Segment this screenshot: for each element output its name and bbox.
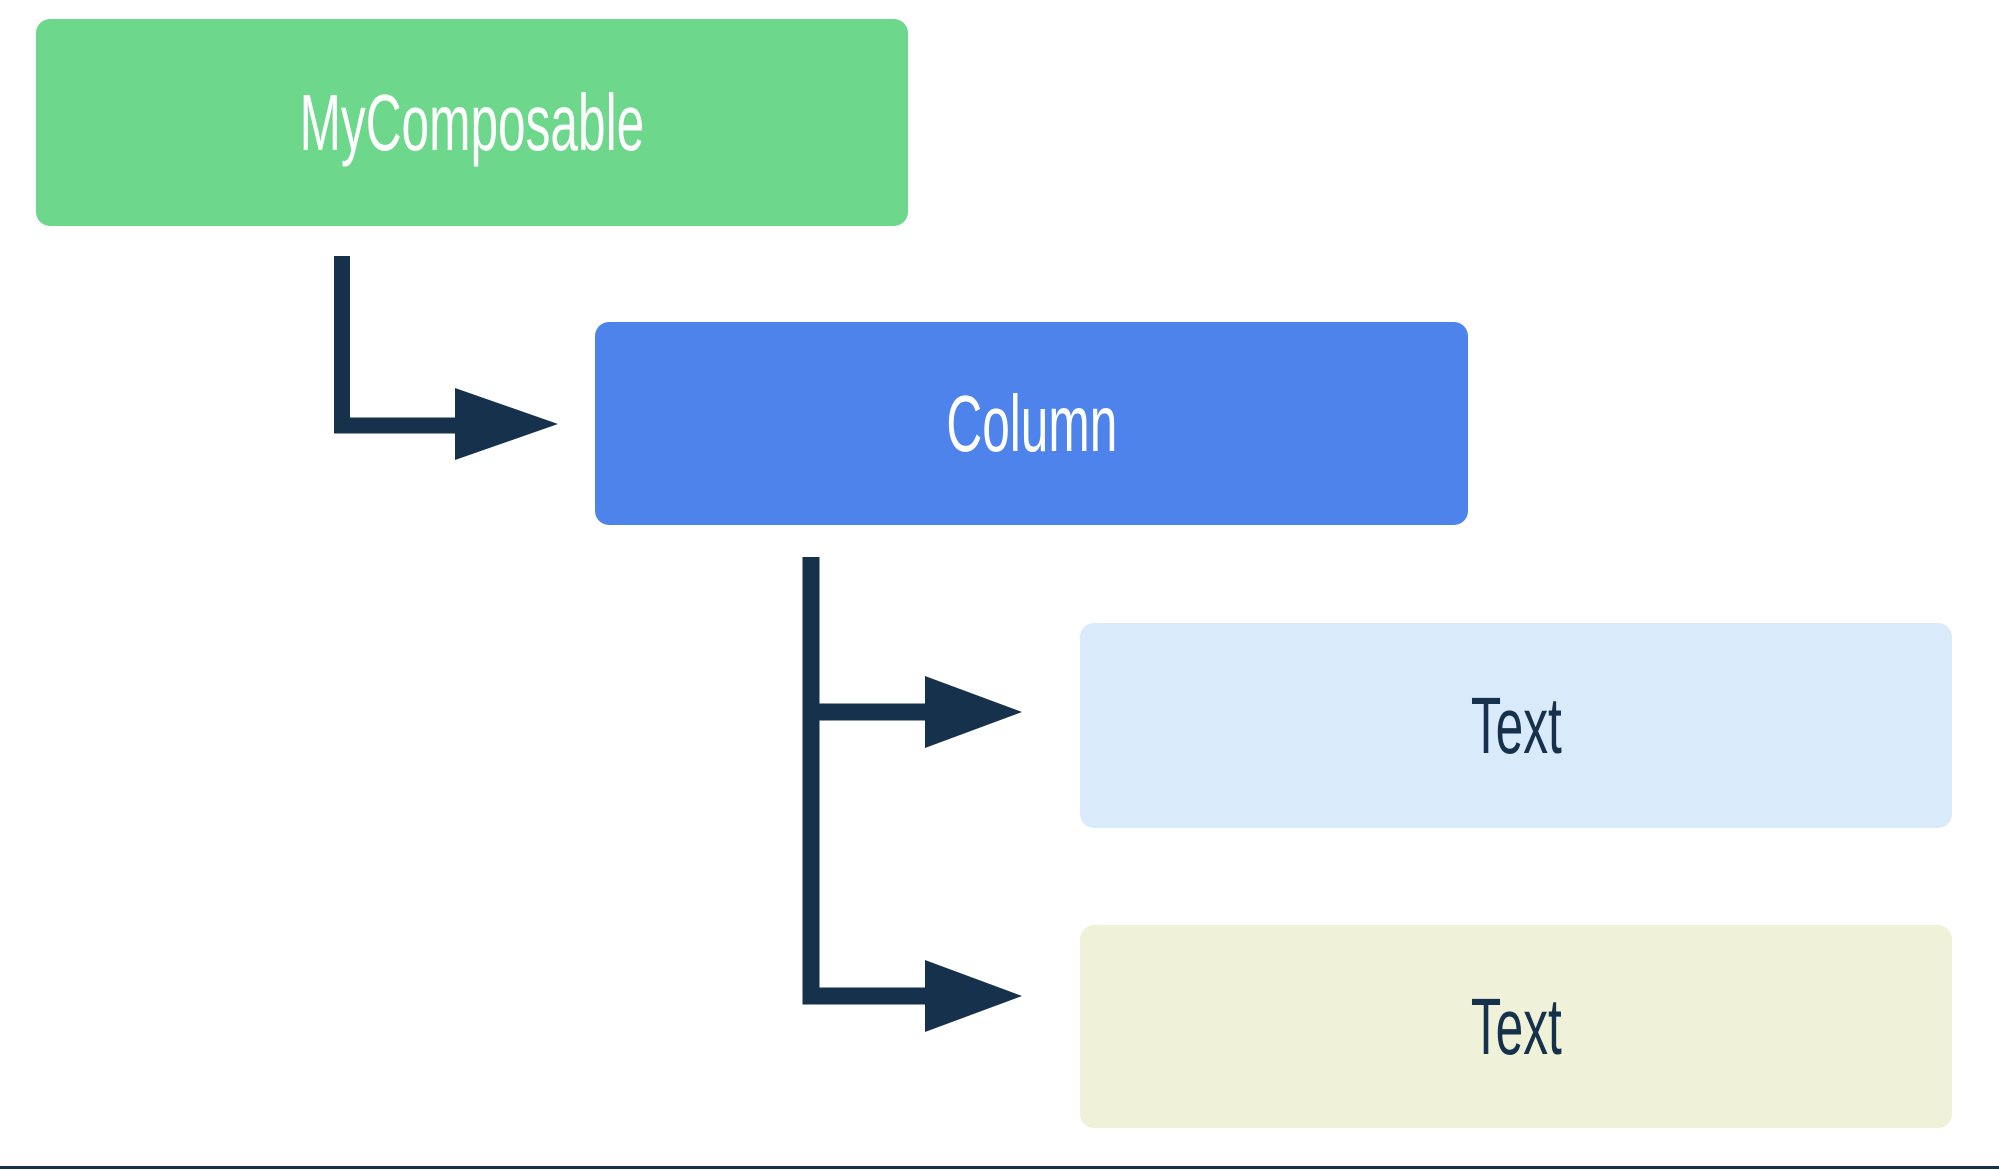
elbow-line-column-to-text-2	[802, 557, 930, 1005]
arrowhead-column-to-text-1	[925, 676, 1022, 748]
arrowhead-root-to-column	[455, 388, 558, 460]
node-text-second-label: Text	[1470, 981, 1562, 1071]
arrowhead-column-to-text-2	[925, 960, 1022, 1032]
node-column[interactable]: Column	[595, 322, 1468, 525]
node-column-label: Column	[946, 378, 1117, 468]
edge-root-to-column[interactable]	[334, 256, 558, 460]
elbow-line-root-to-column-stroke	[334, 256, 460, 434]
node-text-first-label: Text	[1470, 680, 1562, 770]
node-text-first[interactable]: Text	[1080, 623, 1952, 828]
elbow-line-root-to-column	[342, 256, 458, 433]
node-my-composable-label: MyComposable	[299, 77, 645, 167]
edge-column-to-text-1[interactable]	[802, 557, 1022, 748]
node-text-second[interactable]: Text	[1080, 925, 1952, 1128]
edge-column-to-text-2[interactable]	[802, 557, 1022, 1032]
elbow-line-column-to-text-1	[802, 557, 930, 721]
bottom-divider	[0, 1166, 1999, 1169]
node-my-composable[interactable]: MyComposable	[36, 19, 908, 226]
